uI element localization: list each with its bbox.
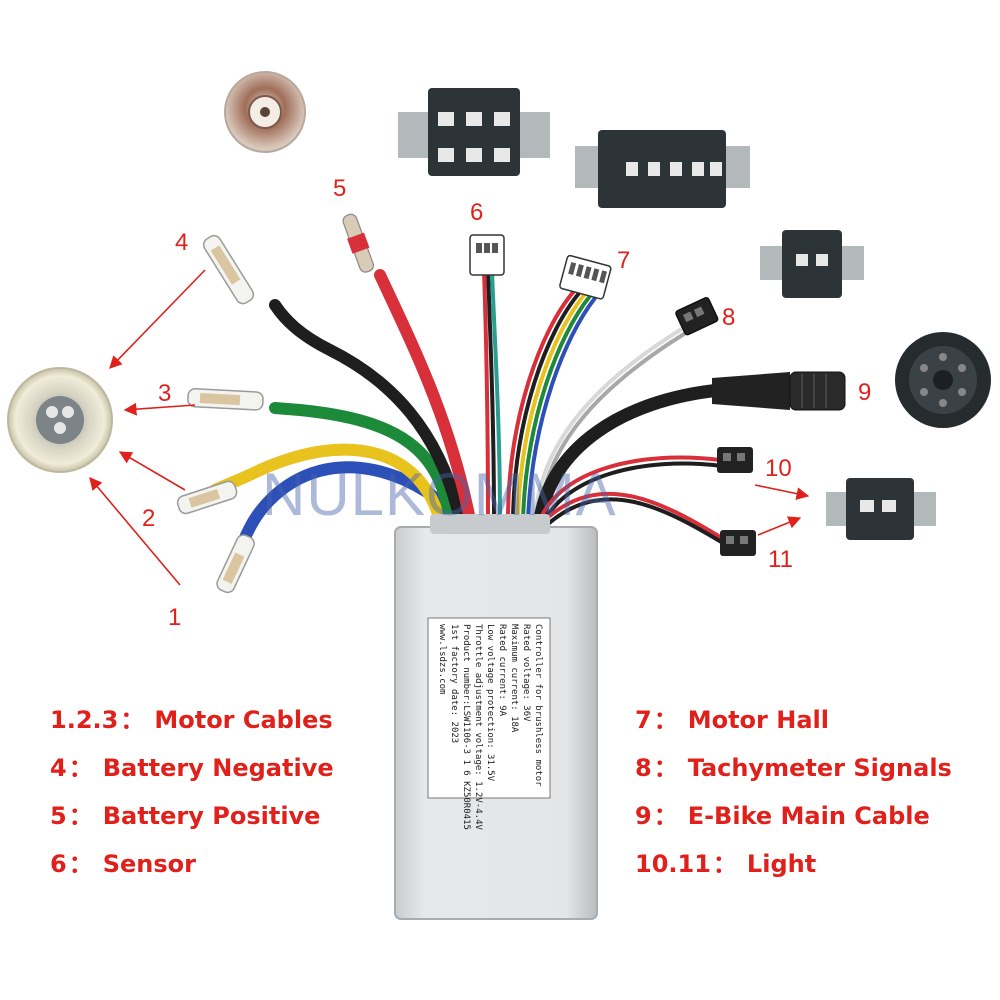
legend-key: 7 [635,706,652,734]
legend-item-tachymeter-signals: 8： Tachymeter Signals [635,748,952,783]
legend-separator: ： [120,706,145,734]
legend-key: 8 [635,754,652,782]
controller-spec-label: Controller for brushless motor Rated vol… [437,624,543,830]
legend-separator: ： [68,802,93,830]
arrow-11 [757,516,802,536]
callout-11: 11 [768,546,793,573]
legend-label: Motor Hall [687,706,829,734]
wire-terminals [176,213,846,594]
wire-battery-positive [374,269,476,526]
tachymeter-connector [675,297,719,336]
motor-hall-connector [559,254,612,300]
legend-separator: ： [712,850,737,878]
two-pin-female-connector-icon [760,230,864,298]
callout-5: 5 [333,175,346,202]
legend-item-motor-hall: 7： Motor Hall [635,700,829,735]
legend-label: Tachymeter Signals [687,754,952,782]
legend-label: Sensor [102,850,196,878]
spec-line: Throttle adjustment voltage: 1.2V-4.4V [473,624,483,830]
spec-line: Rated voltage: 36V [521,624,531,722]
arrow-3 [123,402,196,416]
callout-3: 3 [158,380,171,407]
five-pin-female-connector-icon [575,130,750,208]
legend-key: 5 [50,802,67,830]
callout-6: 6 [470,199,483,226]
callout-9: 9 [858,379,871,406]
legend-key: 6 [50,850,67,878]
callout-7: 7 [617,247,630,274]
wire-light-10 [538,455,724,526]
legend-label: Battery Positive [102,802,321,830]
wire-motor-hall [506,288,597,522]
controller-box: Controller for brushless motor Rated vol… [394,514,598,920]
arrow-10 [754,484,810,500]
legend-item-sensor: 6： Sensor [50,844,196,879]
arrow-2 [118,451,186,491]
spec-line: Product number:LSW1106-3 1 6 KZ50R0415 [461,624,471,830]
legend-separator: ： [653,802,678,830]
round-main-cable-socket-icon [895,332,991,428]
spec-line: Rated current: 9A [497,624,507,717]
light-connector-10 [717,447,753,473]
main-cable-plug [712,371,846,411]
bullet-connector-2 [176,480,238,515]
legend-label: Battery Negative [102,754,334,782]
legend-label: Light [746,850,817,878]
legend-item-battery-negative: 4： Battery Negative [50,748,334,783]
legend-key: 9 [635,802,652,830]
arrow-1 [89,477,181,586]
legend-label: E-Bike Main Cable [687,802,930,830]
legend-item-main-cable: 9： E-Bike Main Cable [635,796,930,831]
spec-line: 1st factory date: 2023 [449,624,459,743]
wire-main-cable [533,383,727,527]
legend-item-light: 10.11： Light [635,844,816,879]
separate-connectors [7,71,991,540]
sensor-connector [469,234,505,276]
callout-10: 10 [765,455,792,482]
bullet-connector-1 [216,534,255,594]
legend-item-motor-cables: 1.2.3： Motor Cables [50,700,333,735]
legend-key: 1.2.3 [50,706,119,734]
legend-separator: ： [68,754,93,782]
legend-key: 10.11 [635,850,711,878]
light-connector-11 [720,530,756,556]
watermark: NULKOMMA [262,461,617,528]
callout-2: 2 [142,505,155,532]
callout-numbers: 1 2 3 4 5 6 7 8 9 10 11 [142,175,871,631]
legend-key: 4 [50,754,67,782]
arrow-4 [109,269,206,369]
legend-separator: ： [653,706,678,734]
spec-line: Low voltage protection: 31.5V [485,624,495,782]
spec-line: Controller for brushless motor [533,624,543,787]
callout-1: 1 [168,604,181,631]
bullet-connector-4 [202,234,255,305]
three-pin-female-connector-icon [398,88,550,176]
round-bullet-socket-icon [224,71,306,153]
wire-light-11 [543,491,730,548]
wire-motor-phase-3 [269,402,456,526]
spec-line: Maximum current: 18A [509,624,519,733]
callout-4: 4 [175,229,188,256]
wire-battery-negative [269,299,466,526]
bullet-connector-5 [342,213,375,273]
bullet-connector-3 [187,387,264,411]
legend-separator: ： [68,850,93,878]
wire-harness [209,268,730,554]
motor-bullet-socket-icon [7,367,113,473]
callout-arrows [89,269,810,586]
wire-sensor [482,268,502,522]
legend-separator: ： [653,754,678,782]
legend-label: Motor Cables [154,706,333,734]
callout-8: 8 [722,304,735,331]
legend-item-battery-positive: 5： Battery Positive [50,796,320,831]
spec-line: www.lsdzs.com [437,624,447,694]
light-female-connector-icon [826,478,936,540]
